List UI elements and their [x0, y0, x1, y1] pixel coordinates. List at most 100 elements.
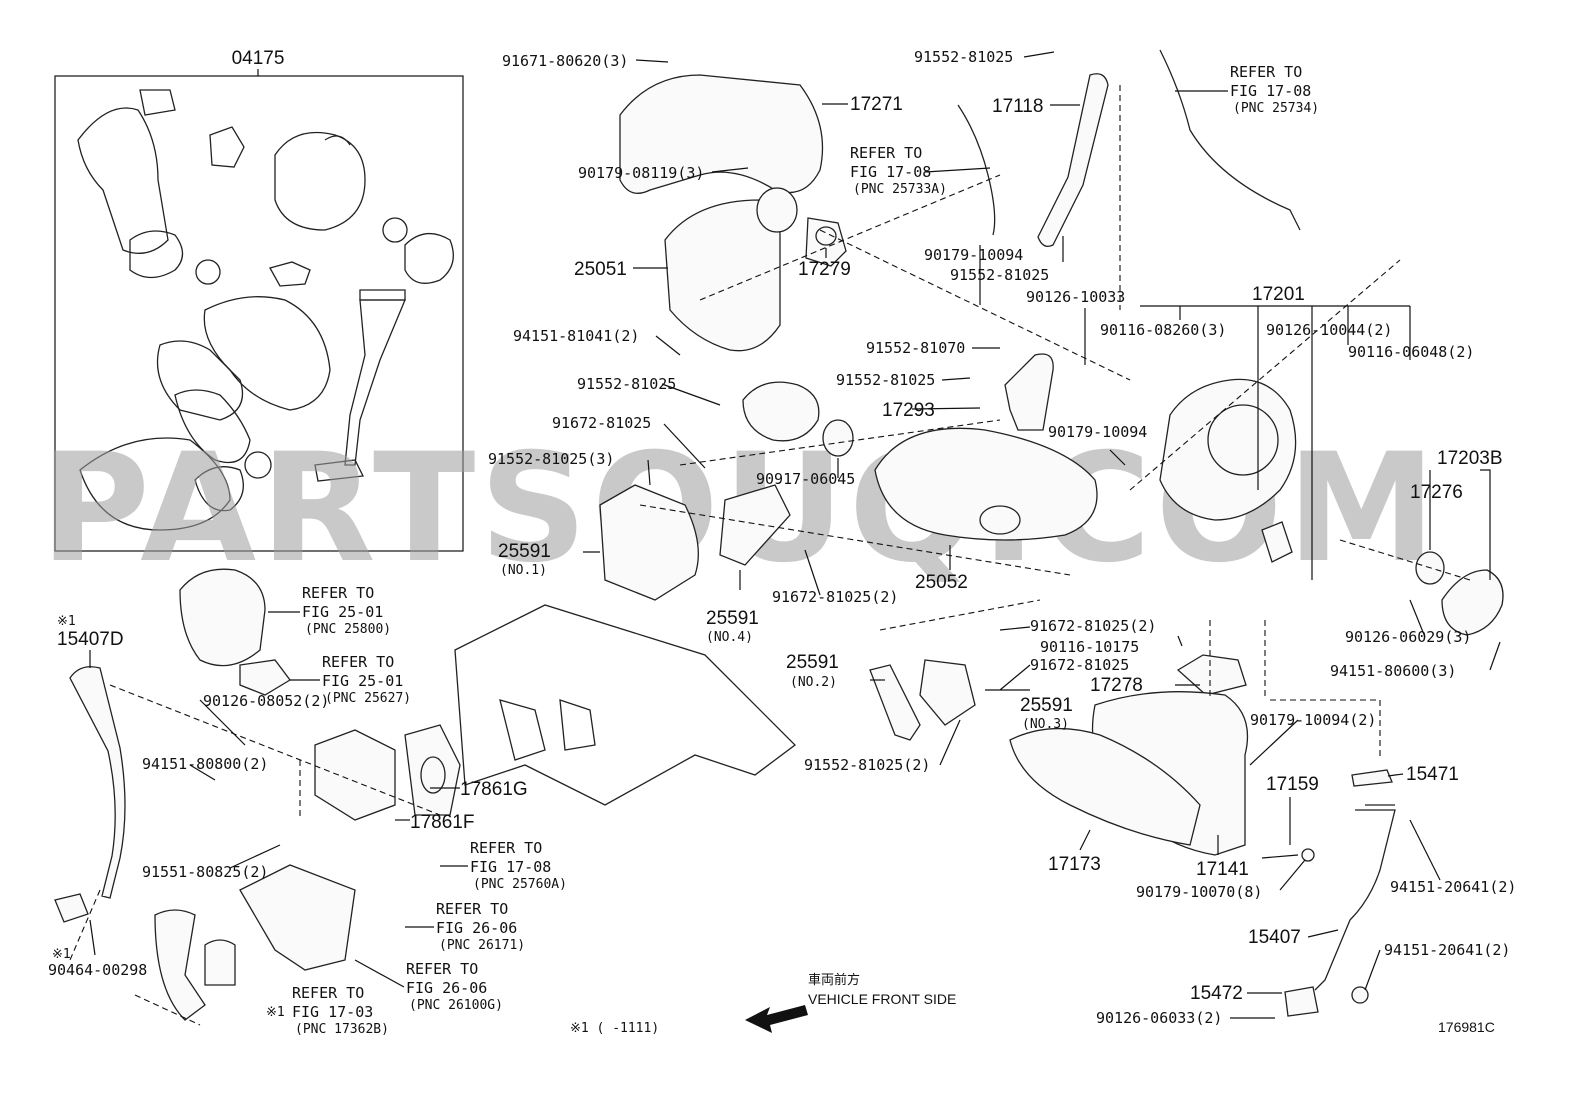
callout-17201[interactable]: 17201 [1252, 284, 1305, 305]
callout-25591-no4[interactable]: 25591 [706, 608, 759, 629]
callout-94151-80600[interactable]: 94151-80600(3) [1330, 662, 1456, 680]
gasket-17279[interactable] [805, 217, 847, 267]
callout-91552-81070[interactable]: 91552-81070 [866, 339, 965, 357]
svg-text:(PNC 25760A): (PNC 25760A) [473, 877, 567, 892]
callout-25591-no4-note: (NO.4) [706, 630, 753, 645]
callout-17861F[interactable]: 17861F [410, 812, 474, 833]
diagram-id: 176981C [1438, 1019, 1495, 1035]
refer-25627[interactable]: REFER TO FIG 25-01 (PNC 25627) [290, 653, 411, 706]
refer-25733A[interactable]: REFER TO FIG 17-08 (PNC 25733A) [850, 144, 991, 197]
callout-90116-08260[interactable]: 90116-08260(3) [1100, 321, 1226, 339]
callout-90126-06029[interactable]: 90126-06029(3) [1345, 628, 1471, 646]
callout-25591-no3[interactable]: 25591 [1020, 695, 1073, 716]
callout-17861G[interactable]: 17861G [460, 779, 528, 800]
callout-90116-10175[interactable]: 90116-10175 [1040, 638, 1139, 656]
refer-25760A[interactable]: REFER TO FIG 17-08 (PNC 25760A) [440, 839, 567, 892]
callout-25591-no1-note: (NO.1) [500, 563, 547, 578]
gasket-17278[interactable] [1176, 654, 1247, 696]
bracket-25591-no4[interactable] [719, 484, 791, 566]
callout-17279[interactable]: 17279 [798, 259, 851, 280]
callout-17173[interactable]: 17173 [1048, 854, 1101, 875]
svg-text:(PNC 25734): (PNC 25734) [1233, 101, 1319, 116]
callout-17276[interactable]: 17276 [1410, 482, 1463, 503]
oil-pipe-15407[interactable] [1314, 809, 1396, 991]
callout-91671-80620[interactable]: 91671-80620(3) [502, 52, 628, 70]
refer-26100G[interactable]: REFER TO FIG 26-06 (PNC 26100G) [354, 959, 503, 1013]
callout-17159[interactable]: 17159 [1266, 774, 1319, 795]
callout-25591-no1[interactable]: 25591 [498, 541, 551, 562]
callout-94151-81041[interactable]: 94151-81041(2) [513, 327, 639, 345]
svg-text:FIG 17-08: FIG 17-08 [470, 858, 551, 876]
callout-90126-10044[interactable]: 90126-10044(2) [1266, 321, 1392, 339]
callout-94151-20641-a[interactable]: 94151-20641(2) [1390, 878, 1516, 896]
callout-15407[interactable]: 15407 [1248, 927, 1301, 948]
callout-91552-81025-a[interactable]: 91552-81025 [577, 375, 676, 393]
callout-90126-08052[interactable]: 90126-08052(2) [203, 692, 329, 710]
kit-number[interactable]: 04175 [232, 48, 285, 69]
callout-91552-81025-b[interactable]: 91552-81025 [914, 48, 1013, 66]
gasket-15472[interactable] [1284, 986, 1319, 1017]
bracket-17293[interactable] [1004, 353, 1054, 431]
callout-91672-81025-2b[interactable]: 91672-81025(2) [1030, 617, 1156, 635]
callout-91552-81025-d[interactable]: 91552-81025 [836, 371, 935, 389]
callout-17278[interactable]: 17278 [1090, 675, 1143, 696]
refer-25800[interactable]: REFER TO FIG 25-01 (PNC 25800) [268, 584, 391, 637]
callout-94151-20641-b[interactable]: 94151-20641(2) [1384, 941, 1510, 959]
callout-94151-80800[interactable]: 94151-80800(2) [142, 755, 268, 773]
callout-91672-81025-b[interactable]: 91672-81025 [1030, 656, 1129, 674]
callout-91552-81025-3[interactable]: 91552-81025(3) [488, 450, 614, 468]
callout-90179-08119[interactable]: 90179-08119(3) [578, 164, 704, 182]
callout-91672-81025-2[interactable]: 91672-81025(2) [772, 588, 898, 606]
bracket-25591-no1[interactable] [599, 484, 699, 601]
callout-90126-10033[interactable]: 90126-10033 [1026, 288, 1125, 306]
callout-91672-81025-a[interactable]: 91672-81025 [552, 414, 651, 432]
callout-90464-00298[interactable]: 90464-00298 [48, 961, 147, 979]
callout-25052[interactable]: 25052 [915, 572, 968, 593]
svg-text:FIG 26-06: FIG 26-06 [436, 919, 517, 937]
elbow-17203B[interactable] [1441, 569, 1504, 636]
catalytic-converter-25052[interactable] [874, 427, 1098, 541]
callout-90116-06048[interactable]: 90116-06048(2) [1348, 343, 1474, 361]
turbocharger-17201[interactable] [1159, 378, 1297, 521]
callout-15471[interactable]: 15471 [1406, 764, 1459, 785]
callout-25051[interactable]: 25051 [574, 259, 627, 280]
callout-90179-10094-b[interactable]: 90179-10094 [1048, 423, 1147, 441]
callout-91551-80825[interactable]: 91551-80825(2) [142, 863, 268, 881]
callout-90917-06045[interactable]: 90917-06045 [756, 470, 855, 488]
direction-en: VEHICLE FRONT SIDE [808, 991, 956, 1007]
callout-90126-06033[interactable]: 90126-06033(2) [1096, 1009, 1222, 1027]
bracket-25591-no3[interactable] [919, 659, 976, 726]
heat-insulator-17271[interactable] [619, 74, 824, 194]
callout-labels: 91671-80620(3) 17271 90179-08119(3) 2505… [48, 48, 1516, 1027]
callout-25591-no3-note: (NO.3) [1022, 717, 1069, 732]
manifold-gasket-17173[interactable] [1009, 727, 1201, 846]
svg-text:FIG 25-01: FIG 25-01 [322, 672, 403, 690]
callout-25591-no2-note: (NO.2) [790, 675, 837, 690]
gasket-17861G[interactable] [404, 724, 461, 816]
refer-26171[interactable]: REFER TO FIG 26-06 (PNC 26171) [405, 900, 525, 953]
callout-90179-10094-2[interactable]: 90179-10094(2) [1250, 711, 1376, 729]
gasket-15471[interactable] [1351, 769, 1393, 787]
callout-17203B[interactable]: 17203B [1437, 448, 1503, 469]
callout-25591-no2[interactable]: 25591 [786, 652, 839, 673]
svg-text:REFER TO: REFER TO [470, 839, 542, 857]
callout-15472[interactable]: 15472 [1190, 983, 1243, 1004]
callout-90179-10070[interactable]: 90179-10070(8) [1136, 883, 1262, 901]
callout-15407D[interactable]: 15407D [57, 629, 124, 650]
callout-17141[interactable]: 17141 [1196, 859, 1249, 880]
hose-15407D[interactable] [69, 666, 126, 899]
refer-25734[interactable]: REFER TO FIG 17-08 (PNC 25734) [1175, 63, 1319, 116]
callout-91552-81025-c[interactable]: 91552-81025 [950, 266, 1049, 284]
callout-17118[interactable]: 17118 [992, 96, 1043, 117]
catalytic-converter-25051[interactable] [664, 199, 781, 352]
bracket-25591-no2[interactable] [869, 664, 921, 741]
callout-90179-10094-a[interactable]: 90179-10094 [924, 246, 1023, 264]
gasket-90917[interactable] [822, 419, 854, 457]
callout-17271[interactable]: 17271 [850, 94, 903, 115]
refer-17362B[interactable]: ※1 REFER TO FIG 17-03 (PNC 17362B) [266, 984, 389, 1037]
callout-17293[interactable]: 17293 [882, 400, 935, 421]
callout-91552-81025-2[interactable]: 91552-81025(2) [804, 756, 930, 774]
svg-text:REFER TO: REFER TO [436, 900, 508, 918]
stay-17118[interactable] [1037, 73, 1109, 248]
